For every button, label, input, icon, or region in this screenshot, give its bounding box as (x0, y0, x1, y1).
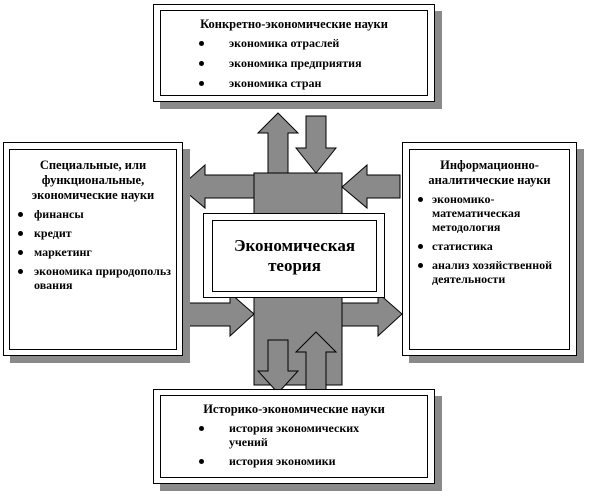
bullet-icon (418, 197, 423, 202)
bullet-icon (199, 61, 204, 66)
list-item: анализ хозяйственной деятельности (414, 258, 565, 286)
right-box-title: Информационно-аналитические науки (428, 158, 551, 187)
left-box-list: финансы кредит маркетинг экономика приро… (14, 207, 172, 292)
list-item: экономика отраслей (199, 36, 419, 50)
bullet-icon (18, 250, 23, 255)
list-item: экономика стран (199, 76, 419, 90)
bullet-icon (199, 459, 204, 464)
list-item: статистика (414, 239, 565, 253)
list-item: экономика природопользования (14, 264, 172, 292)
list-item: финансы (14, 207, 172, 221)
list-item: история экономических учений (199, 421, 379, 449)
bullet-icon (18, 231, 23, 236)
top-box-list: экономика отраслей экономика предприятия… (199, 36, 419, 90)
bullet-icon (18, 269, 23, 274)
arrow-up-to-top (256, 112, 300, 174)
top-box-title: Конкретно-экономические науки (200, 17, 388, 31)
bullet-icon (199, 81, 204, 86)
bullet-icon (418, 244, 423, 249)
bullet-icon (199, 426, 204, 431)
center-inner-box: Экономическая теория (212, 220, 377, 292)
list-item: маркетинг (14, 245, 172, 259)
left-box-title: Специальные, или функциональные, экономи… (31, 158, 155, 202)
bottom-box-title: Историко-экономические науки (203, 402, 385, 416)
arrow-right-from-left-box (185, 291, 255, 338)
arrow-up-from-bottom (294, 331, 338, 394)
right-box-list: экономико-математическая методология ста… (414, 192, 565, 286)
right-box-inner: Информационно-аналитические науки эконом… (409, 149, 570, 350)
arrow-left-from-right-box (341, 163, 401, 210)
arrow-down-from-top (294, 115, 338, 174)
list-item: экономико-математическая методология (414, 192, 565, 234)
bottom-box-list: история экономических учений история эко… (199, 421, 379, 468)
list-item: кредит (14, 226, 172, 240)
bullet-icon (418, 263, 423, 268)
center-title: Экономическая теория (233, 236, 356, 275)
list-item: экономика предприятия (199, 56, 419, 70)
arrow-down-to-bottom (256, 339, 300, 394)
bottom-box-inner: Историко-экономические науки история эко… (160, 395, 428, 478)
top-box-inner: Конкретно-экономические науки экономика … (160, 10, 428, 96)
bullet-icon (199, 41, 204, 46)
arrow-right-to-right-box (341, 291, 403, 338)
bullet-icon (18, 212, 23, 217)
list-item: история экономики (199, 454, 379, 468)
arrow-left-to-left-box (179, 163, 255, 210)
left-box-inner: Специальные, или функциональные, экономи… (9, 149, 177, 350)
